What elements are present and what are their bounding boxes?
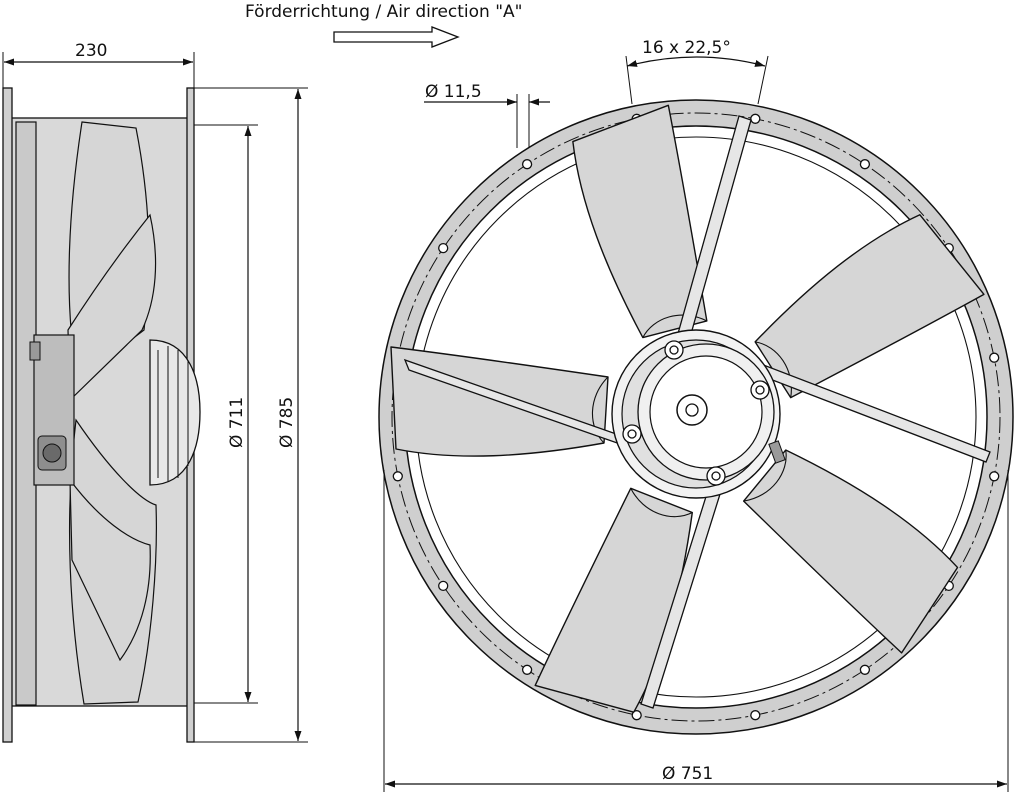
bolt-hole (521, 664, 533, 675)
bolt-hole (989, 352, 1000, 363)
bolt-hole (750, 710, 761, 721)
bolt-hole (859, 159, 871, 170)
bolt-hole (438, 242, 449, 254)
bolt-hole (989, 471, 1000, 482)
bolt-hole (631, 710, 642, 721)
hole-circle-dimension: Ø 751 (662, 764, 713, 784)
bolt-hole (438, 580, 449, 592)
bolt-hole (750, 113, 761, 124)
depth-dimension: 230 (75, 41, 107, 61)
hole-diameter-dimension: Ø 11,5 (425, 82, 482, 102)
side-view (2, 87, 201, 743)
flange-diameter-dimension: Ø 785 (277, 397, 297, 448)
air-direction-arrow-icon (333, 26, 460, 48)
front-dimensions: Ø 751 Ø 11,5 16 x 22,5° (383, 38, 1009, 792)
side-dimensions: 230 Ø 711 Ø 785 (2, 41, 308, 743)
front-view (378, 99, 1014, 735)
bolt-hole (392, 471, 403, 482)
air-direction-label: Förderrichtung / Air direction "A" (245, 2, 523, 22)
bolt-hole (859, 664, 871, 675)
bolt-hole (521, 159, 533, 170)
blade-diameter-dimension: Ø 711 (227, 397, 247, 448)
hole-pattern-dimension: 16 x 22,5° (642, 38, 731, 58)
